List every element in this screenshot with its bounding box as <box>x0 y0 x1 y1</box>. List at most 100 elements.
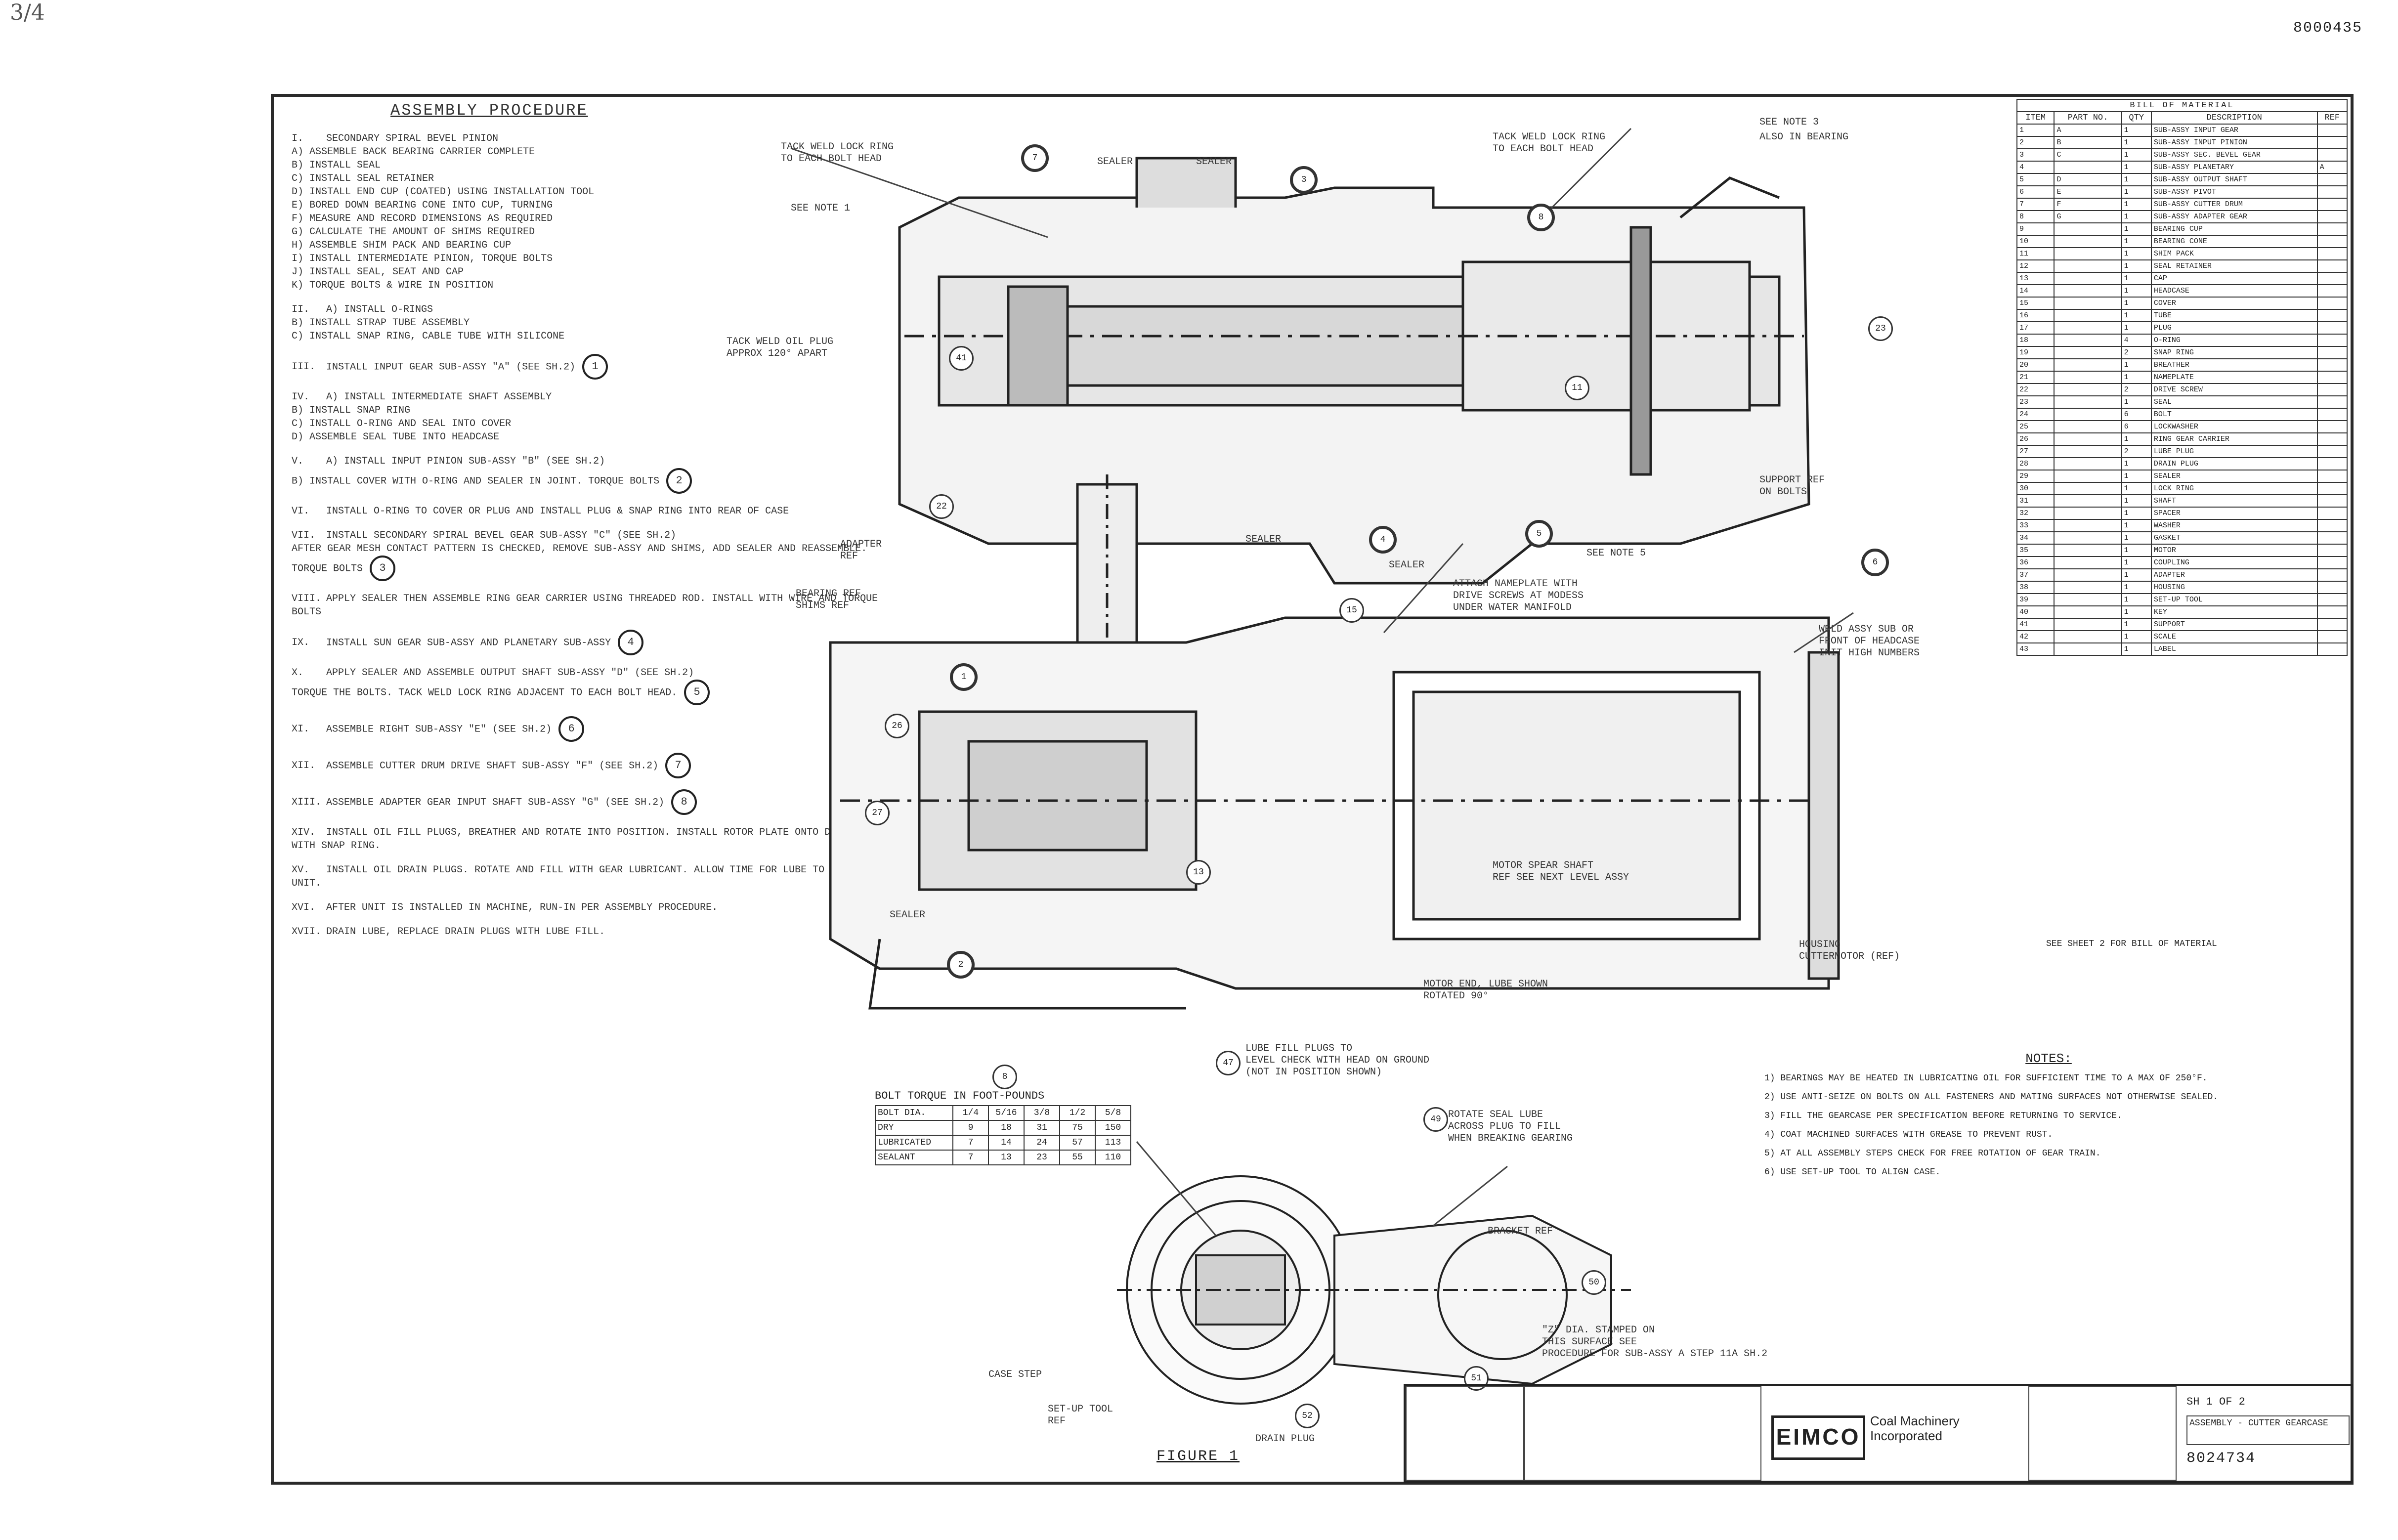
step-balloon: 5 <box>684 680 710 705</box>
callout-lube-fill: LUBE FILL PLUGS TO LEVEL CHECK WITH HEAD… <box>1245 1043 1430 1078</box>
approval-cell <box>2028 1386 2177 1481</box>
document-number: 8000435 <box>2293 20 2363 37</box>
bom-cell <box>2316 309 2348 322</box>
bom-title: BILL OF MATERIAL <box>2016 99 2348 112</box>
bom-cell: COVER <box>2150 297 2318 310</box>
torque-cell: 1/4 <box>952 1105 989 1121</box>
bom-cell: 24 <box>2016 408 2055 421</box>
bom-cell: 42 <box>2016 630 2055 643</box>
bom-cell: SUB-ASSY CUTTER DRUM <box>2150 198 2318 211</box>
bom-cell: 40 <box>2016 605 2055 619</box>
bom-cell: 41 <box>2016 618 2055 631</box>
bom-cell: SHAFT <box>2150 494 2318 508</box>
bom-cell: COUPLING <box>2150 556 2318 569</box>
balloon-5: 5 <box>1525 520 1553 548</box>
bom-cell <box>2316 556 2348 569</box>
bom-cell: 1 <box>2121 309 2152 322</box>
note-item: 3) FILL THE GEARCASE PER SPECIFICATION B… <box>1764 1111 2122 1121</box>
figure-1-view <box>1117 1175 1631 1405</box>
step-number: XVI. <box>292 902 316 913</box>
step-text: APPLY SEALER AND ASSEMBLE OUTPUT SHAFT S… <box>292 667 694 699</box>
bom-cell: ADAPTER <box>2150 568 2318 582</box>
step-number: XII. <box>292 760 316 772</box>
procedure-step: IV.A) INSTALL INTERMEDIATE SHAFT ASSEMBL… <box>292 390 895 444</box>
step-number: XVII. <box>292 926 322 938</box>
procedure-step: VIII.APPLY SEALER THEN ASSEMBLE RING GEA… <box>292 592 895 619</box>
bom-cell: 1 <box>2121 618 2152 631</box>
torque-cell: 1/2 <box>1059 1105 1096 1121</box>
bom-cell: 1 <box>2121 470 2152 483</box>
balloon-49: 49 <box>1423 1107 1448 1132</box>
bom-cell: SCALE <box>2150 630 2318 643</box>
torque-cell: 14 <box>988 1135 1025 1151</box>
balloon-41: 41 <box>949 346 974 371</box>
drawing-border <box>271 94 2354 1485</box>
bom-cell: 1 <box>2121 432 2152 446</box>
bom-cell: 34 <box>2016 531 2055 545</box>
bom-cell: 1 <box>2016 124 2055 137</box>
drawing-number: 8024734 <box>2186 1450 2256 1467</box>
bom-cell: 20 <box>2016 358 2055 372</box>
step-number: VIII. <box>292 593 322 604</box>
bom-cell: 1 <box>2121 371 2152 384</box>
callout-bearing-ref: BEARING REF SHIMS REF <box>796 588 861 611</box>
balloon-1: 1 <box>950 663 978 691</box>
bom-cell: A <box>2054 124 2122 137</box>
notes-block: NOTES: 1) BEARINGS MAY BE HEATED IN LUBR… <box>1764 1052 2333 1185</box>
torque-cell: 5/16 <box>988 1105 1025 1121</box>
sheet-number: SH 1 OF 2 <box>2186 1396 2245 1408</box>
step-text: AFTER UNIT IS INSTALLED IN MACHINE, RUN-… <box>326 902 718 913</box>
bom-cell: C <box>2054 148 2122 162</box>
step-number: XIV. <box>292 827 316 838</box>
bom-cell <box>2316 630 2348 643</box>
bom-cell: 15 <box>2016 297 2055 310</box>
bom-cell <box>2316 272 2348 285</box>
note-item: 5) AT ALL ASSEMBLY STEPS CHECK FOR FREE … <box>1764 1149 2101 1158</box>
bom-column-header: REF <box>2316 111 2348 125</box>
bom-cell: 1 <box>2121 581 2152 594</box>
step-text: INSTALL INPUT GEAR SUB-ASSY "A" (SEE SH.… <box>326 361 576 373</box>
bom-cell: HOUSING <box>2150 581 2318 594</box>
bom-cell <box>2054 297 2122 310</box>
torque-cell: DRY <box>875 1120 953 1136</box>
callout-bracket-ref: BRACKET REF <box>1488 1226 1553 1237</box>
assembly-procedure: ASSEMBLY PROCEDURE I.SECONDARY SPIRAL BE… <box>292 101 895 949</box>
step-number: III. <box>292 361 316 373</box>
bom-cell: 30 <box>2016 482 2055 495</box>
bom-cell: 1 <box>2121 531 2152 545</box>
eimco-logo: EIMCO <box>1771 1415 1865 1460</box>
bom-cell: 43 <box>2016 642 2055 656</box>
bom-cell <box>2316 531 2348 545</box>
torque-cell: 57 <box>1059 1135 1096 1151</box>
bom-cell: BOLT <box>2150 408 2318 421</box>
bom-cell <box>2054 445 2122 458</box>
procedure-title: ASSEMBLY PROCEDURE <box>390 101 588 120</box>
bom-cell <box>2316 432 2348 446</box>
bom-cell: WASHER <box>2150 519 2318 532</box>
notes-list: 1) BEARINGS MAY BE HEATED IN LUBRICATING… <box>1764 1072 2333 1178</box>
balloon-8: 8 <box>1527 204 1555 231</box>
bom-cell: 4 <box>2016 161 2055 174</box>
step-number: I. <box>292 133 304 144</box>
note-item: 1) BEARINGS MAY BE HEATED IN LUBRICATING… <box>1764 1073 2208 1083</box>
bom-cell: SUB-ASSY ADAPTER GEAR <box>2150 210 2318 223</box>
bom-cell: 12 <box>2016 259 2055 273</box>
bom-cell: 1 <box>2121 457 2152 471</box>
